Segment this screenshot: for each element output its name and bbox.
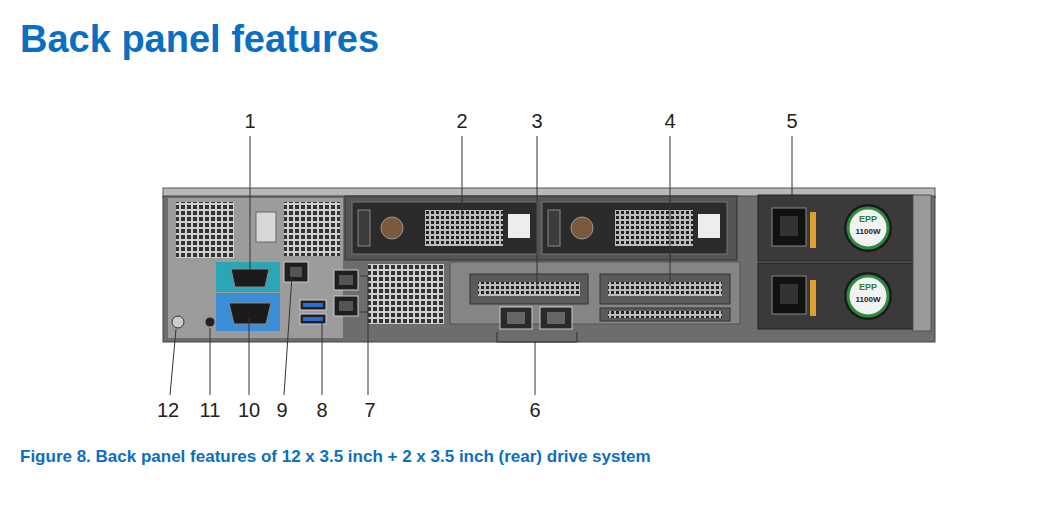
callout-number: 12 (157, 400, 179, 420)
psu-badge-text: EPP (859, 215, 877, 224)
psu-badge-text: 1100W (856, 296, 881, 304)
callout-number: 5 (786, 111, 797, 131)
callout-number: 11 (200, 400, 221, 420)
callout-number: 3 (531, 111, 542, 131)
psu-badge-text: 1100W (856, 228, 881, 236)
page-title: Back panel features (20, 20, 379, 58)
callout-number: 8 (316, 400, 327, 420)
callout-number: 4 (664, 111, 675, 131)
callout-number: 1 (244, 111, 255, 131)
figure-caption: Figure 8. Back panel features of 12 x 3.… (20, 448, 651, 465)
callout-number: 9 (276, 400, 287, 420)
callout-number: 10 (238, 400, 260, 420)
psu-badge-text: EPP (859, 283, 877, 292)
callout-number: 6 (529, 400, 540, 420)
callout-number: 7 (364, 400, 375, 420)
callout-number: 2 (456, 111, 467, 131)
